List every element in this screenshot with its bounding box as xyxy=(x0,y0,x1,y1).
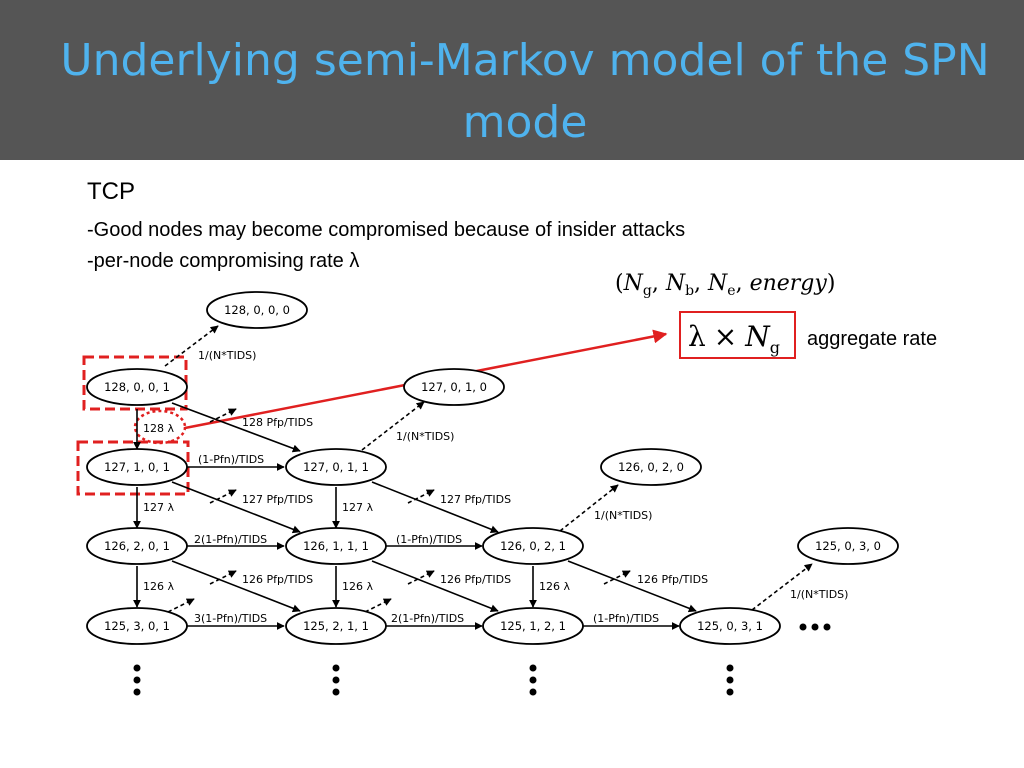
state-node: 127, 0, 1, 1 xyxy=(285,448,387,486)
stub-arrow xyxy=(364,598,392,613)
aggregate-rate-label: aggregate rate xyxy=(807,328,938,350)
rate-label: 1/(N*TIDS) xyxy=(198,349,256,362)
section-heading: TCP xyxy=(87,178,135,205)
arrow-fp-127b xyxy=(371,481,499,534)
state-node: 128, 0, 0, 0 xyxy=(206,291,308,329)
state-node: 125, 3, 0, 1 xyxy=(86,607,188,645)
state-node: 127, 1, 0, 1 xyxy=(86,448,188,486)
rate-label: 126 λ xyxy=(539,580,570,593)
arrow-fp-126c xyxy=(567,560,697,613)
svg-text:(Ng, Nb, Ne, energy): (Ng, Nb, Ne, energy) xyxy=(615,271,835,299)
stub-arrow xyxy=(167,598,195,613)
state-node: 125, 0, 3, 0 xyxy=(797,527,899,565)
svg-text:126, 0, 2, 0: 126, 0, 2, 0 xyxy=(618,460,684,474)
stub-arrow xyxy=(407,489,435,504)
state-tuple-formula: (Ng, Nb, Ne, energy) xyxy=(615,271,835,299)
svg-text:125, 0, 3, 0: 125, 0, 3, 0 xyxy=(815,539,881,553)
rate-label: 1/(N*TIDS) xyxy=(396,430,454,443)
rate-label: (1-Pfn)/TIDS xyxy=(593,612,659,625)
svg-text:126, 2, 0, 1: 126, 2, 0, 1 xyxy=(104,539,170,553)
rate-label: (1-Pfn)/TIDS xyxy=(396,533,462,546)
state-node: 127, 0, 1, 0 xyxy=(403,368,505,406)
arrow-exhaust-126-to-126020 xyxy=(559,484,619,532)
aggregate-rate-formula: λ×Ng xyxy=(688,320,780,357)
rate-label: 126 λ xyxy=(143,580,174,593)
svg-text:λ×Ng: λ×Ng xyxy=(688,320,780,357)
arrow-fp-128 xyxy=(171,402,301,453)
svg-text:128, 0, 0, 1: 128, 0, 0, 1 xyxy=(104,380,170,394)
state-node: 125, 2, 1, 1 xyxy=(285,607,387,645)
svg-text:127, 0, 1, 1: 127, 0, 1, 1 xyxy=(303,460,369,474)
stub-arrow xyxy=(407,570,435,585)
stub-arrow xyxy=(209,489,237,504)
rate-label: 127 λ xyxy=(143,501,174,514)
state-node: 126, 2, 0, 1 xyxy=(86,527,188,565)
svg-text:125, 2, 1, 1: 125, 2, 1, 1 xyxy=(303,619,369,633)
rate-label: 126 Pfp/TIDS xyxy=(242,573,313,586)
bullet-insider-attacks: -Good nodes may become compromised becau… xyxy=(87,219,686,241)
svg-text:126, 0, 2, 1: 126, 0, 2, 1 xyxy=(500,539,566,553)
state-node: 126, 0, 2, 1 xyxy=(482,527,584,565)
stub-arrow xyxy=(209,408,237,423)
rate-label: 1/(N*TIDS) xyxy=(594,509,652,522)
arrow-exhaust-125-to-125030 xyxy=(751,563,813,611)
svg-text:127, 1, 0, 1: 127, 1, 0, 1 xyxy=(104,460,170,474)
bullet-compromising-rate: -per-node compromising rate λ xyxy=(87,250,360,272)
rate-label: 1/(N*TIDS) xyxy=(790,588,848,601)
svg-text:125, 3, 0, 1: 125, 3, 0, 1 xyxy=(104,619,170,633)
rate-label: 127 Pfp/TIDS xyxy=(242,493,313,506)
highlight-rate-128-lambda xyxy=(133,409,187,445)
arrow-fp-126b xyxy=(371,560,499,613)
rate-label: (1-Pfn)/TIDS xyxy=(198,453,264,466)
formula-highlight-box xyxy=(679,311,796,359)
state-node: 125, 0, 3, 1 xyxy=(679,607,781,645)
state-node: 126, 0, 2, 0 xyxy=(600,448,702,486)
rate-label: 126 Pfp/TIDS xyxy=(637,573,708,586)
rate-label: 126 Pfp/TIDS xyxy=(440,573,511,586)
svg-text:128, 0, 0, 0: 128, 0, 0, 0 xyxy=(224,303,290,317)
arrow-fp-126a xyxy=(171,560,301,613)
rate-label: 126 λ xyxy=(342,580,373,593)
arrow-exhaust-127-to-127010 xyxy=(361,401,425,451)
title-bar xyxy=(0,0,1024,160)
stub-arrow xyxy=(603,570,631,585)
svg-text:126, 1, 1, 1: 126, 1, 1, 1 xyxy=(303,539,369,553)
state-node: 125, 1, 2, 1 xyxy=(482,607,584,645)
state-node: 126, 1, 1, 1 xyxy=(285,527,387,565)
svg-text:125, 0, 3, 1: 125, 0, 3, 1 xyxy=(697,619,763,633)
rate-label: 2(1-Pfn)/TIDS xyxy=(194,533,267,546)
rate-label: 3(1-Pfn)/TIDS xyxy=(194,612,267,625)
rate-label: 127 λ xyxy=(342,501,373,514)
rate-label: 128 Pfp/TIDS xyxy=(242,416,313,429)
rate-label: 127 Pfp/TIDS xyxy=(440,493,511,506)
arrow-fp-127a xyxy=(171,481,301,534)
svg-text:127, 0, 1, 0: 127, 0, 1, 0 xyxy=(421,380,487,394)
rate-label: 2(1-Pfn)/TIDS xyxy=(391,612,464,625)
state-node: 128, 0, 0, 1 xyxy=(86,368,188,406)
stub-arrow xyxy=(209,570,237,585)
continuation-dots xyxy=(133,623,831,696)
slide-title: Underlying semi-Markov model of the SPN … xyxy=(60,35,990,148)
rate-label: 128 λ xyxy=(143,422,174,435)
svg-text:125, 1, 2, 1: 125, 1, 2, 1 xyxy=(500,619,566,633)
